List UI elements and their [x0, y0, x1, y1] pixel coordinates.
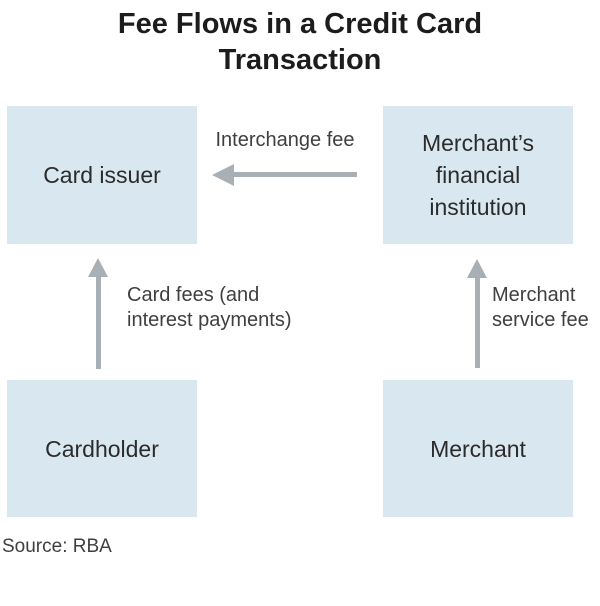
arrow-left-icon [212, 164, 234, 186]
node-merchant: Merchant [383, 380, 573, 517]
node-merchants-financial-institution: Merchant’s financial institution [383, 106, 573, 244]
diagram-title: Fee Flows in a Credit Card Transaction [0, 6, 600, 78]
interchange-fee-label: Interchange fee [215, 129, 355, 151]
node-cardholder-label: Cardholder [45, 435, 159, 462]
card-fees-label: Card fees (and interest payments) [127, 284, 292, 331]
node-merchants-financial-institution-label: Merchant’s financial institution [421, 130, 535, 220]
diagram-title-line2: Transaction [218, 44, 382, 76]
source-note: Source: RBA [2, 536, 112, 557]
node-cardholder: Cardholder [7, 380, 197, 517]
node-merchant-label: Merchant [430, 435, 526, 462]
node-card-issuer-label: Card issuer [43, 162, 161, 188]
arrow-up-icon [467, 259, 487, 278]
merchant-service-fee-label: Merchant service fee [492, 284, 589, 331]
diagram-title-line1: Fee Flows in a Credit Card [117, 8, 483, 40]
node-card-issuer: Card issuer [7, 106, 197, 244]
interchange-arrow-line [230, 172, 357, 177]
merchant-service-fee-arrow-line [475, 275, 480, 368]
card-fees-arrow-line [96, 274, 101, 369]
arrow-up-icon [88, 258, 108, 277]
